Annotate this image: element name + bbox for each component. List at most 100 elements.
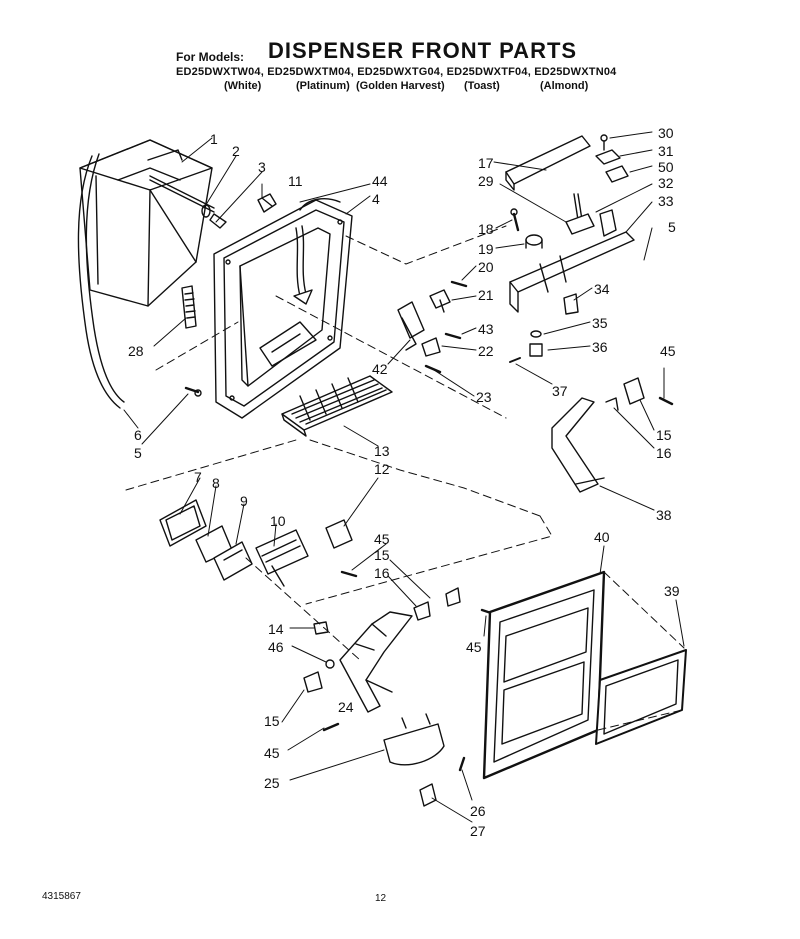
callout-16-right: 16: [656, 445, 672, 461]
callout-19: 19: [478, 241, 494, 257]
part-26: [458, 756, 466, 772]
color-toast: (Toast): [464, 80, 500, 92]
callout-35: 35: [592, 315, 608, 331]
part-21: [429, 289, 451, 313]
color-platinum: (Platinum): [296, 80, 350, 92]
part-tube: [77, 155, 121, 409]
part-15-16-mid: [413, 587, 461, 621]
color-almond: (Almond): [540, 80, 589, 92]
callout-39: 39: [664, 583, 680, 599]
part-screw-45-low: [322, 722, 340, 732]
callout-15-mid: 15: [374, 547, 390, 563]
callout-37: 37: [552, 383, 568, 399]
part-drip-tray-25: [383, 713, 445, 766]
part-lens-9: [213, 541, 253, 581]
part-37: [509, 357, 521, 363]
callout-40: 40: [594, 529, 610, 545]
color-white: (White): [224, 80, 262, 92]
callout-25: 25: [264, 775, 280, 791]
part-switch-15-16: [605, 377, 674, 411]
callout-33: 33: [658, 193, 674, 209]
part-screw-20: [450, 280, 468, 288]
part-actuator-38: [551, 397, 605, 493]
color-golden-harvest: (Golden Harvest): [356, 80, 445, 92]
callout-43: 43: [478, 321, 494, 337]
part-screw-18: [510, 208, 520, 232]
callout-36: 36: [592, 339, 608, 355]
part-solenoid-19: [525, 234, 543, 249]
part-bracket: [509, 209, 635, 313]
part-clip-30: [600, 134, 608, 151]
part-front-panel: [482, 570, 606, 780]
callout-45-mid: 45: [374, 531, 390, 547]
callout-15-right: 15: [656, 427, 672, 443]
part-34: [563, 293, 579, 315]
part-grille: [281, 375, 393, 437]
callout-45-panel: 45: [466, 639, 482, 655]
part-ice-chute-housing: [79, 139, 213, 307]
callout-6: 6: [134, 427, 142, 443]
part-spring: [565, 193, 595, 235]
part-lever-arm: [505, 135, 591, 191]
for-models-label: For Models:: [176, 50, 244, 64]
part-gasket-strip: [181, 285, 197, 329]
callout-10: 10: [270, 513, 286, 529]
callout-27: 27: [470, 823, 486, 839]
part-screw: [184, 386, 202, 397]
assembly-lines: [125, 225, 685, 731]
callout-1: 1: [210, 131, 218, 147]
callout-38: 38: [656, 507, 672, 523]
callout-4: 4: [372, 191, 380, 207]
callout-2: 2: [232, 143, 240, 159]
callout-9: 9: [240, 493, 248, 509]
callout-13: 13: [374, 443, 390, 459]
part-23: [424, 364, 442, 374]
callout-18: 18: [478, 221, 494, 237]
part-22: [421, 337, 441, 357]
part-clip-31: [595, 149, 621, 165]
callout-11: 11: [288, 173, 303, 189]
callout-30: 30: [658, 125, 674, 141]
document-number: 4315867: [42, 891, 81, 902]
callout-5-left: 5: [134, 445, 142, 461]
callout-24: 24: [338, 699, 354, 715]
callout-44: 44: [372, 173, 388, 189]
callout-32: 32: [658, 175, 674, 191]
model-numbers: ED25DWXTW04, ED25DWXTM04, ED25DWXTG04, E…: [176, 66, 617, 78]
callout-16-mid: 16: [374, 565, 390, 581]
part-actuator-24: [339, 611, 413, 713]
part-board-10: [255, 529, 309, 587]
callout-42: 42: [372, 361, 388, 377]
callout-20: 20: [478, 259, 494, 275]
callout-23: 23: [476, 389, 492, 405]
callout-34: 34: [594, 281, 610, 297]
callout-7: 7: [194, 469, 202, 485]
part-panel-insert: [595, 649, 687, 745]
callout-46: 46: [268, 639, 284, 655]
part-36: [529, 343, 543, 357]
callout-22: 22: [478, 343, 494, 359]
callout-21: 21: [478, 287, 494, 303]
part-dispenser-housing: [213, 198, 353, 419]
callout-15-low: 15: [264, 713, 280, 729]
page-header: For Models: DISPENSER FRONT PARTS ED25DW…: [0, 0, 800, 100]
callout-45-low: 45: [264, 745, 280, 761]
callout-labels: 1 2 3 11 44 4 28 6 5 17 29 30 31 50 32 3…: [128, 125, 680, 839]
callout-45-right: 45: [660, 343, 676, 359]
callout-28: 28: [128, 343, 144, 359]
part-35: [530, 330, 542, 338]
callout-31: 31: [658, 143, 674, 159]
part-43: [444, 332, 462, 340]
part-14: [313, 621, 329, 635]
part-46: [325, 659, 335, 669]
callout-12: 12: [374, 461, 390, 477]
page-title: DISPENSER FRONT PARTS: [268, 38, 578, 63]
callout-5-right: 5: [668, 219, 676, 235]
part-bracket-12: [325, 519, 353, 549]
callout-14: 14: [268, 621, 284, 637]
part-switch-15-lower: [303, 671, 323, 693]
part-clip-50: [605, 165, 629, 183]
part-11: [257, 193, 277, 213]
callout-8: 8: [212, 475, 220, 491]
